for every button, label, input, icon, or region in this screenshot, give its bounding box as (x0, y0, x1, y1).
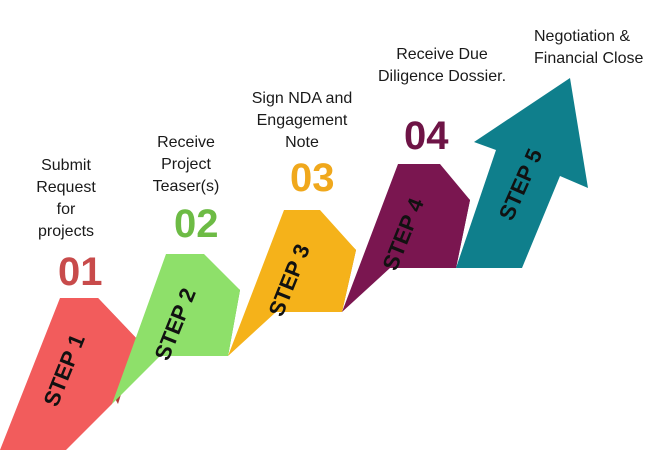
step-1-number: 01 (58, 250, 103, 294)
step-4-number: 04 (404, 114, 449, 158)
step-4-description: Receive Due Diligence Dossier. (377, 46, 507, 85)
step-4-band (342, 164, 470, 312)
step-3-number: 03 (290, 156, 335, 200)
step-2-band (112, 254, 240, 404)
step-3-description: Sign NDA and Engagement Note (251, 90, 353, 151)
step-5-arrow (456, 78, 588, 268)
step-1-description: Submit Request for projects (36, 157, 96, 240)
step-1-band (0, 298, 138, 450)
step-5-description: Negotiation & Financial Close (534, 28, 644, 67)
step-3-band (228, 210, 356, 356)
step-2-description: Receive Project Teaser(s) (152, 134, 220, 195)
step-2-number: 02 (174, 202, 219, 246)
